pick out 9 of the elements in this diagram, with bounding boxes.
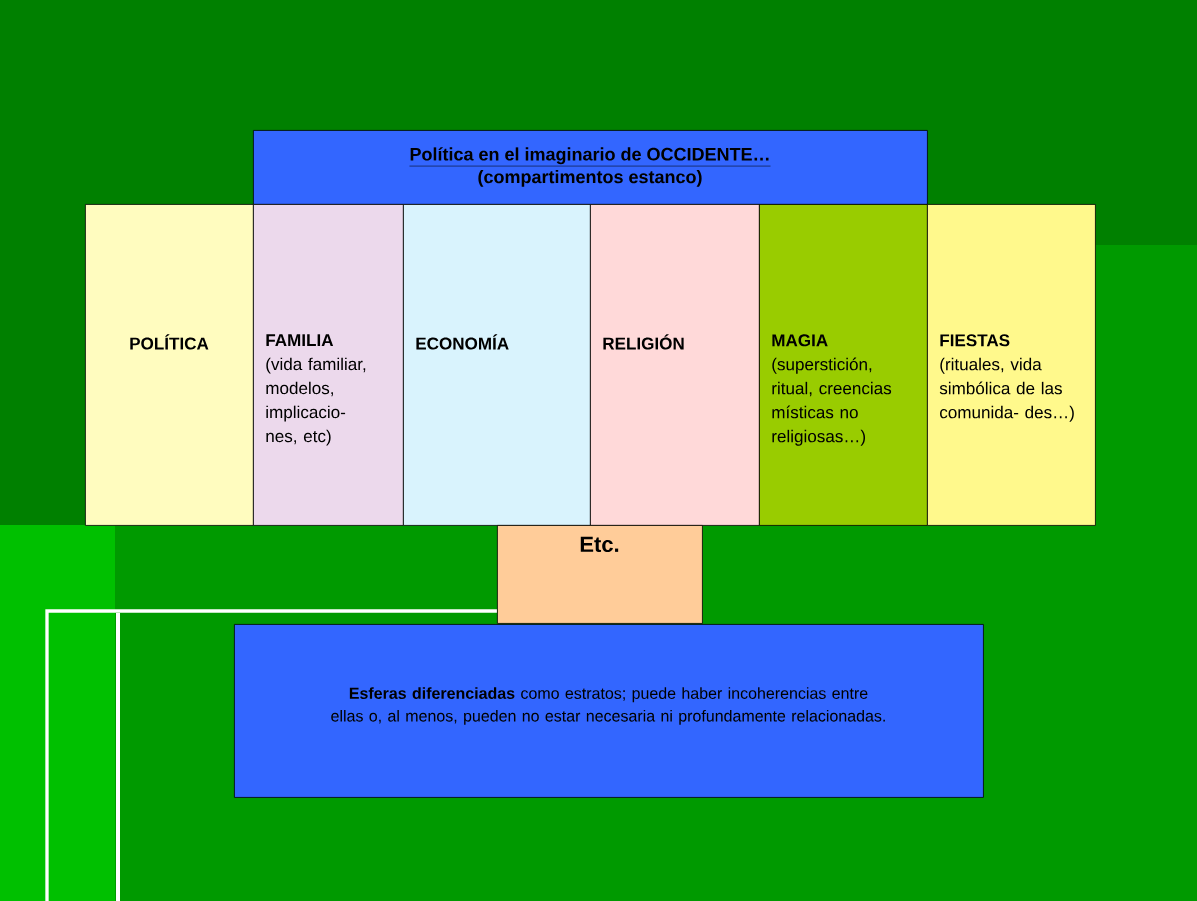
column-box: ECONOMÍA (403, 204, 591, 526)
column-box: FAMILIA (vida familiar, modelos, implicacio- nes, etc) (253, 204, 404, 526)
etc-box: Etc. (497, 525, 703, 624)
column-box: RELIGIÓN (590, 204, 760, 526)
column-box: POLÍTICA (85, 204, 254, 526)
note-box: Esferas diferenciadas como estratos; puede haber incoherencias entre ellas o, al menos, pueden no estar necesaria ni profundamente relacionadas. (234, 624, 984, 798)
header-box: Política en el imaginario de OCCIDENTE… (compartimentos estanco) (253, 130, 928, 205)
column-box: FIESTAS (rituales, vida simbólica de las comunida- des…) (927, 204, 1096, 526)
column-box: MAGIA (superstición, ritual, creencias místicas no religiosas…) (759, 204, 928, 526)
